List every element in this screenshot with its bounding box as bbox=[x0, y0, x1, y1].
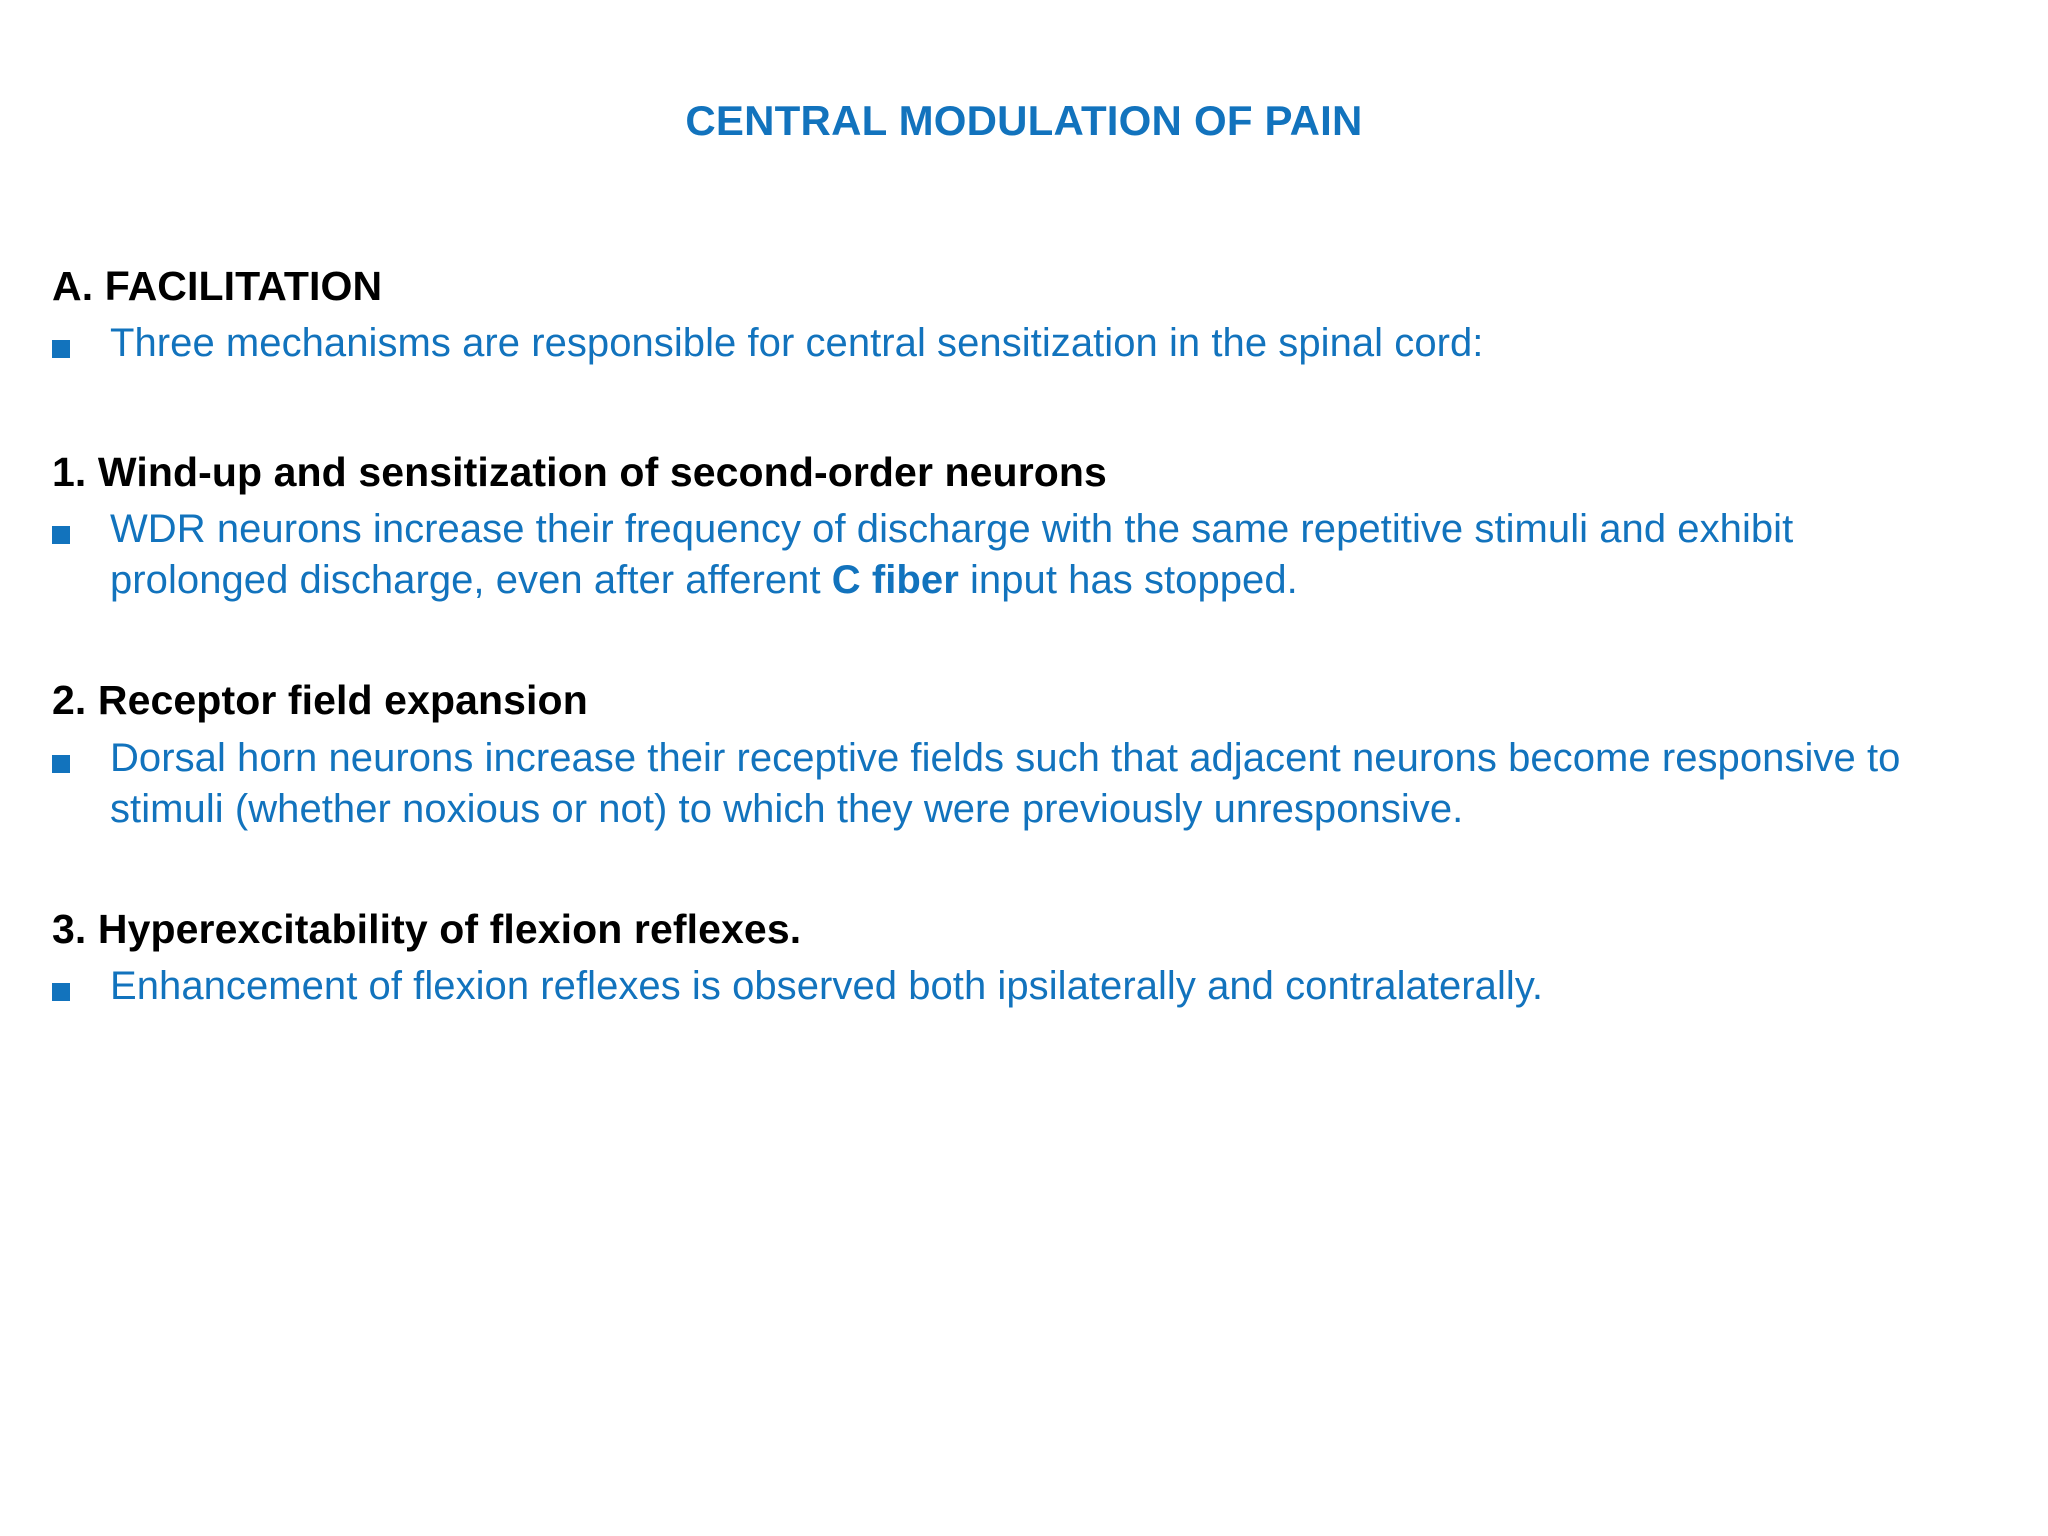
square-bullet-icon bbox=[52, 754, 70, 773]
square-bullet-icon bbox=[52, 525, 70, 544]
bullet-text: Enhancement of flexion reflexes is obser… bbox=[70, 961, 1940, 1012]
bullet-text-bold: C fiber bbox=[831, 558, 959, 603]
bullet-text-segment-tail: input has stopped. bbox=[958, 558, 1298, 603]
square-bullet-icon bbox=[52, 340, 70, 359]
list-item: Three mechanisms are responsible for cen… bbox=[52, 318, 2012, 369]
spacer bbox=[52, 606, 2012, 676]
bullet-text: Three mechanisms are responsible for cen… bbox=[70, 318, 2010, 369]
list-item: Enhancement of flexion reflexes is obser… bbox=[52, 961, 2012, 1012]
section-heading-2: 2. Receptor field expansion bbox=[52, 677, 588, 724]
section-receptor-field-expansion: 2. Receptor field expansion Dorsal horn … bbox=[52, 676, 2012, 835]
section-heading-3: 3. Hyperexcitability of flexion reflexes… bbox=[52, 906, 802, 953]
page-title: CENTRAL MODULATION OF PAIN bbox=[685, 97, 1363, 144]
square-bullet-icon bbox=[52, 983, 70, 1002]
bullet-text-segment: Three mechanisms are responsible for cen… bbox=[110, 321, 1484, 366]
section-wind-up: 1. Wind-up and sensitization of second-o… bbox=[52, 448, 2012, 607]
bullet-text-segment: Enhancement of flexion reflexes is obser… bbox=[110, 964, 1544, 1009]
section-heading-a: A. FACILITATION bbox=[52, 263, 383, 309]
slide-body: A. FACILITATION Three mechanisms are res… bbox=[52, 262, 2012, 1013]
section-heading-1: 1. Wind-up and sensitization of second-o… bbox=[52, 448, 1107, 495]
bullet-text: Dorsal horn neurons increase their recep… bbox=[70, 733, 2010, 835]
section-hyperexcitability: 3. Hyperexcitability of flexion reflexes… bbox=[52, 905, 2012, 1013]
bullet-text-segment: Dorsal horn neurons increase their recep… bbox=[110, 735, 1901, 831]
bullet-text: WDR neurons increase their frequency of … bbox=[70, 504, 1840, 606]
section-facilitation: A. FACILITATION Three mechanisms are res… bbox=[52, 262, 2012, 370]
bullet-text-segment: WDR neurons increase their frequency of … bbox=[110, 506, 1794, 603]
spacer bbox=[52, 835, 2012, 905]
list-item: WDR neurons increase their frequency of … bbox=[52, 504, 2012, 606]
spacer bbox=[52, 370, 2012, 448]
list-item: Dorsal horn neurons increase their recep… bbox=[52, 733, 2012, 835]
